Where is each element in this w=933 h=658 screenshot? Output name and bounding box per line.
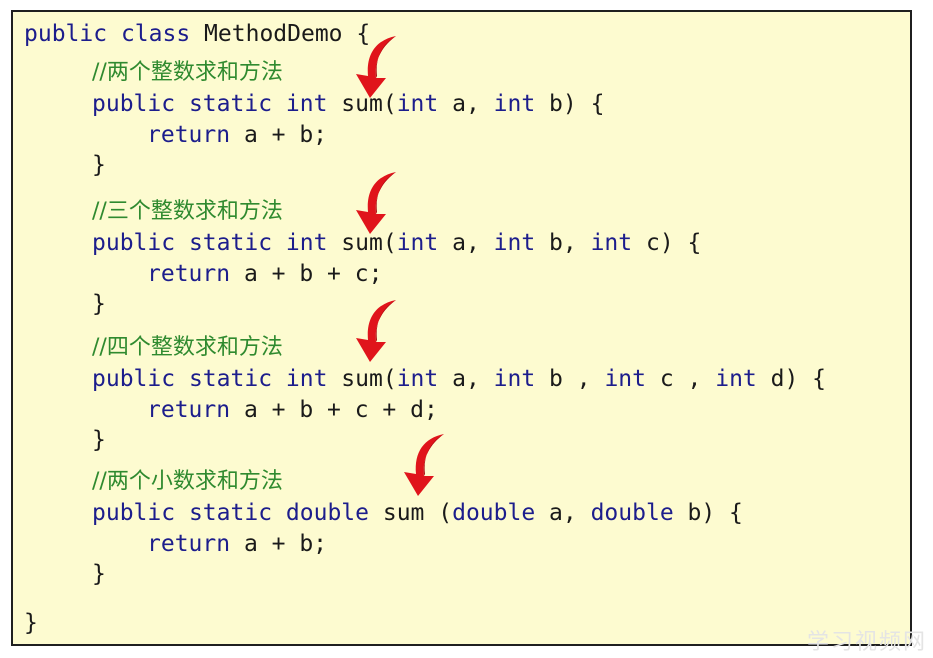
parameter: b ,	[535, 366, 605, 392]
space	[107, 21, 121, 47]
return-line-2: return a + b + c;	[147, 259, 382, 289]
method-signature-4: public static double sum (double a, doub…	[92, 498, 743, 528]
comment-line-1: //两个整数求和方法	[92, 60, 283, 85]
keyword: int	[285, 91, 328, 117]
parameter: a,	[438, 230, 494, 256]
parameter: b) {	[535, 91, 605, 117]
keyword: int	[396, 366, 439, 392]
space	[272, 366, 286, 392]
red-arrow-icon	[404, 434, 444, 496]
parameter: b) {	[673, 500, 743, 526]
keyword: public	[24, 21, 108, 47]
space	[272, 91, 286, 117]
method-signature-3: public static int sum(int a, int b , int…	[92, 364, 826, 394]
space	[272, 500, 286, 526]
keyword: return	[147, 531, 231, 557]
parameter: a,	[535, 500, 591, 526]
keyword: static	[188, 500, 273, 526]
keyword: public	[92, 500, 176, 526]
closing-brace-2: }	[92, 291, 106, 317]
keyword: static	[188, 366, 273, 392]
return-line-4: return a + b;	[147, 529, 327, 559]
keyword: int	[285, 230, 328, 256]
return-line-1: return a + b;	[147, 120, 327, 150]
expression: a + b + c;	[230, 261, 383, 287]
expression: a + b + c + d;	[230, 397, 438, 423]
keyword: class	[120, 21, 191, 47]
code-panel: public class MethodDemo { //两个整数求和方法 pub…	[11, 10, 912, 646]
keyword: double	[590, 500, 674, 526]
keyword: int	[285, 366, 328, 392]
red-arrow-icon	[356, 36, 396, 98]
parameter: d) {	[756, 366, 827, 392]
watermark: 学习视频网	[806, 630, 927, 655]
class-declaration-line: public class MethodDemo {	[24, 19, 370, 49]
red-arrow-icon	[356, 300, 396, 362]
keyword: public	[92, 91, 176, 117]
return-line-3: return a + b + c + d;	[147, 395, 438, 425]
keyword: int	[590, 230, 633, 256]
space	[175, 500, 189, 526]
closing-brace-1: }	[92, 152, 106, 178]
keyword: int	[493, 91, 536, 117]
keyword: int	[493, 366, 536, 392]
space	[175, 91, 189, 117]
method-name: sum(	[327, 230, 397, 256]
class-name: MethodDemo {	[190, 21, 371, 47]
keyword: return	[147, 397, 231, 423]
method-name: sum(	[327, 366, 397, 392]
space	[175, 366, 189, 392]
closing-brace-4: }	[92, 561, 106, 587]
parameter: a,	[438, 366, 494, 392]
keyword: double	[285, 500, 369, 526]
keyword: int	[493, 230, 536, 256]
comment-line-2: //三个整数求和方法	[92, 199, 283, 224]
red-arrow-icon	[356, 172, 396, 234]
parameter: a,	[438, 91, 494, 117]
keyword: double	[452, 500, 536, 526]
expression: a + b;	[230, 122, 328, 148]
space	[272, 230, 286, 256]
parameter: c) {	[632, 230, 702, 256]
closing-brace-3: }	[92, 427, 106, 453]
class-closing-brace: }	[24, 610, 38, 636]
keyword: static	[188, 230, 273, 256]
keyword: public	[92, 230, 176, 256]
keyword: public	[92, 366, 176, 392]
method-name: sum (	[369, 500, 453, 526]
keyword: return	[147, 261, 231, 287]
keyword: int	[396, 91, 439, 117]
parameter: c ,	[645, 366, 716, 392]
keyword: int	[604, 366, 646, 392]
keyword: int	[396, 230, 439, 256]
keyword: int	[715, 366, 757, 392]
parameter: b,	[535, 230, 591, 256]
expression: a + b;	[230, 531, 328, 557]
method-signature-2: public static int sum(int a, int b, int …	[92, 228, 701, 258]
space	[175, 230, 189, 256]
comment-line-4: //两个小数求和方法	[92, 469, 283, 494]
comment-line-3: //四个整数求和方法	[92, 335, 283, 360]
keyword: return	[147, 122, 231, 148]
keyword: static	[188, 91, 273, 117]
